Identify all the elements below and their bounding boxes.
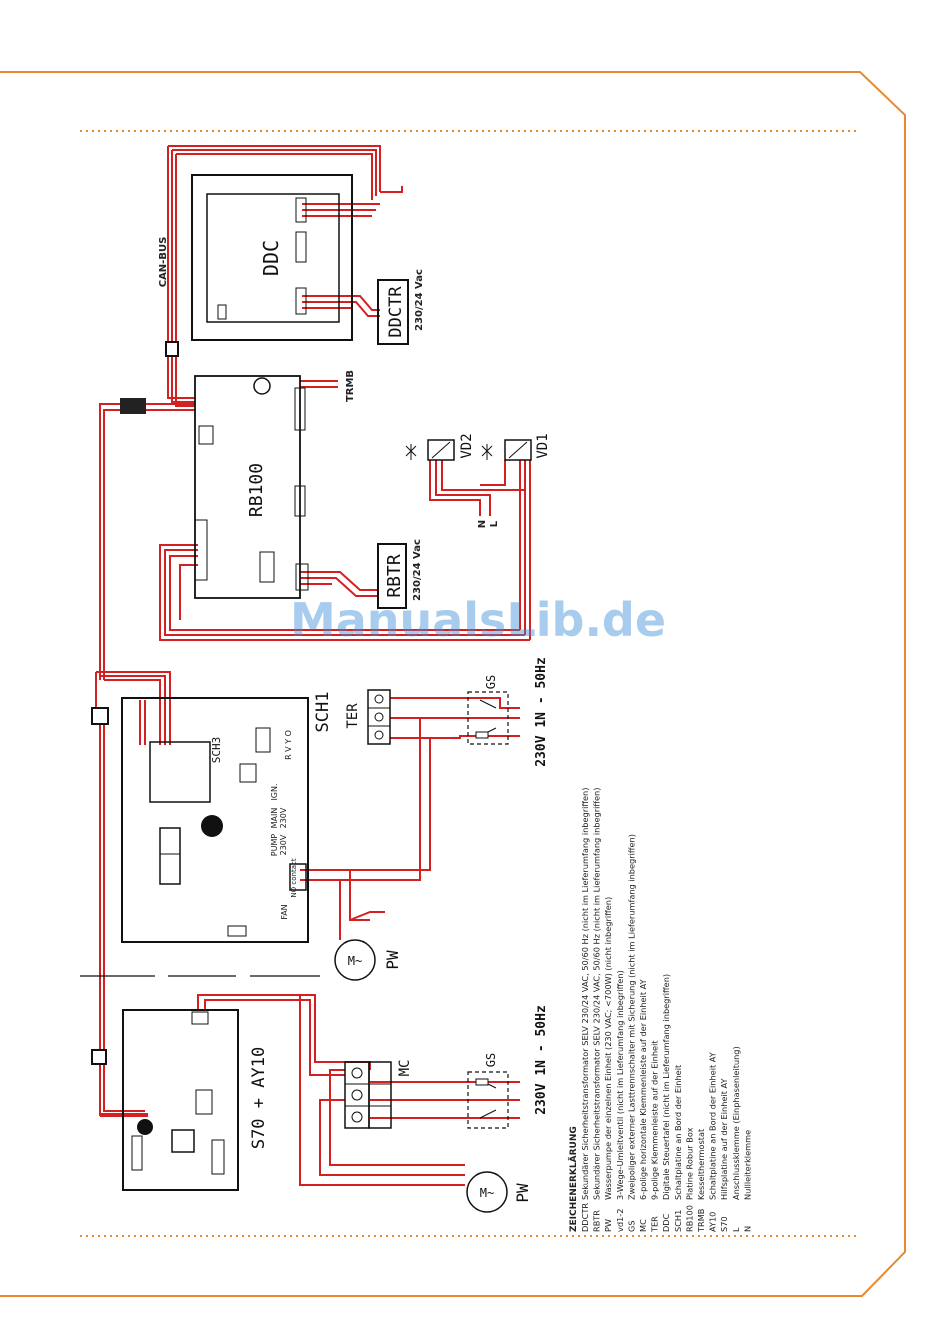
legend-text: 9-polige Klemmenleiste auf der Einheit: [650, 1040, 660, 1200]
s70-ay10-board: S70 + AY10: [122, 1009, 269, 1191]
valve-l-label: L: [489, 520, 500, 527]
canbus-label: CAN-BUS: [158, 237, 169, 288]
gs-label-lower: GS: [484, 1053, 498, 1067]
rbtr-voltage: 230/24 Vac: [412, 539, 423, 601]
bus-connector-mid: [91, 707, 109, 725]
ddctr-voltage: 230/24 Vac: [414, 269, 425, 331]
legend-code: L: [731, 1227, 741, 1232]
gs-switch-lower: GS 230V 1N - 50Hz: [467, 1005, 549, 1129]
supply-label-lower: 230V 1N - 50Hz: [534, 1005, 549, 1115]
legend-code: SCH1: [673, 1210, 683, 1232]
valve-vd1: VD1: [481, 433, 551, 461]
sch1-board: SCH3 SCH1 PUMP MAIN IGN. 230V 230V FAN: [121, 692, 333, 943]
rb100-board: RB100: [194, 375, 309, 599]
vd2-label: VD2: [459, 433, 475, 458]
legend-text: Nullleiterklemme: [742, 1130, 752, 1200]
vd1-label: VD1: [535, 433, 551, 458]
legend-code: RB100: [684, 1205, 694, 1232]
legend-code: DDC: [661, 1213, 671, 1232]
fan-label: FAN: [280, 904, 289, 919]
pw-label-upper: PW: [383, 950, 402, 970]
legend-code: TER: [650, 1216, 660, 1233]
pw-label-lower: PW: [513, 1183, 532, 1203]
pump-label: PUMP: [270, 834, 279, 857]
legend-code: PW: [603, 1219, 613, 1232]
legend-code: RBTR: [592, 1210, 602, 1232]
legend-text: Zweipoliger externer Lasttrennschalter m…: [626, 834, 636, 1200]
rbtr-transformer: RBTR 230/24 Vac: [377, 539, 423, 609]
main-voltage: 230V: [279, 807, 288, 828]
canbus-connector: [165, 341, 179, 357]
rb100-label: RB100: [246, 463, 267, 517]
legend-code: N: [742, 1226, 752, 1232]
legend-text: Digitale Steuertafel (nicht im Lieferumf…: [661, 974, 671, 1200]
legend-text: Schaltplatine an Bord der Einheit AY: [708, 1051, 718, 1200]
legend-text: Kesselthermostat: [696, 1128, 706, 1200]
rvyo-label: R V Y O: [284, 730, 293, 760]
gs-switch-upper: GS 230V 1N - 50Hz: [467, 657, 549, 767]
legend-code: TRMB: [696, 1208, 706, 1233]
s70-ay10-label: S70 + AY10: [249, 1047, 269, 1149]
legend-text: Sekundärer Sicherheitstransformator SELV…: [580, 788, 590, 1200]
ddc-panel: DDC: [191, 174, 353, 341]
mc-terminal: MC: [344, 1060, 413, 1129]
bus-connector-top: [120, 398, 146, 414]
page-frame: [0, 71, 906, 1297]
ddctr-transformer: DDCTR 230/24 Vac: [377, 269, 425, 345]
trmb-label: TRMB: [345, 370, 356, 402]
ter-terminal: TER: [345, 689, 391, 745]
watermark: ManualsLib.de: [290, 593, 666, 647]
pump-motor-symbol-upper: M~: [348, 954, 362, 968]
pump-voltage: 230V: [279, 834, 288, 855]
sch1-label: SCH1: [313, 692, 333, 733]
rbtr-label: RBTR: [384, 554, 405, 598]
supply-label-upper: 230V 1N - 50Hz: [534, 657, 549, 767]
sch3-label: SCH3: [210, 737, 223, 764]
main-label: MAIN: [270, 808, 279, 829]
legend-text: 3-Wege-Umleitventil (nicht im Lieferumfa…: [615, 970, 625, 1200]
legend-code: GS: [626, 1220, 636, 1232]
pump-pw-upper: M~ PW: [334, 939, 402, 981]
ter-label: TER: [345, 703, 361, 729]
valve-n-label: N: [477, 520, 488, 528]
legend-text: 6-polige horizontale Klemmenleiste auf d…: [638, 978, 648, 1200]
ddctr-label: DDCTR: [386, 286, 406, 338]
pump-pw-lower: M~ PW: [466, 1171, 532, 1213]
no-contact-label: NO contact: [290, 858, 298, 897]
pump-motor-symbol-lower: M~: [480, 1186, 494, 1200]
legend-text: Sekundärer Sicherheitstransformator SELV…: [592, 788, 602, 1200]
legend-text: Schaltplatine an Bord der Einheit: [673, 1064, 683, 1200]
legend-code: S70: [719, 1216, 729, 1232]
ddc-label: DDC: [259, 240, 283, 276]
valve-vd2: VD2: [405, 433, 475, 461]
gs-label-upper: GS: [484, 675, 498, 689]
legend-text: Wasserpumpe der einzelnen Einheit (230 V…: [603, 897, 613, 1200]
legend-code: AY10: [708, 1212, 718, 1232]
legend-title: ZEICHENERKLÄRUNG: [568, 1126, 579, 1232]
legend-code: DDCTR: [580, 1203, 590, 1232]
mc-label: MC: [397, 1060, 413, 1077]
wiring: [95, 145, 531, 1186]
bus-connector-bottom: [91, 1049, 107, 1065]
legend-code: MC: [638, 1219, 648, 1232]
legend-code: vd1-2: [615, 1209, 625, 1232]
ign-label: IGN.: [270, 783, 279, 800]
legend-text: Hilfsplatine auf der Einheit AY: [719, 1078, 729, 1200]
legend-text: Platine Robur Box: [684, 1127, 694, 1200]
legend-text: Anschlussklemme (Einphasenleitung): [731, 1046, 741, 1200]
